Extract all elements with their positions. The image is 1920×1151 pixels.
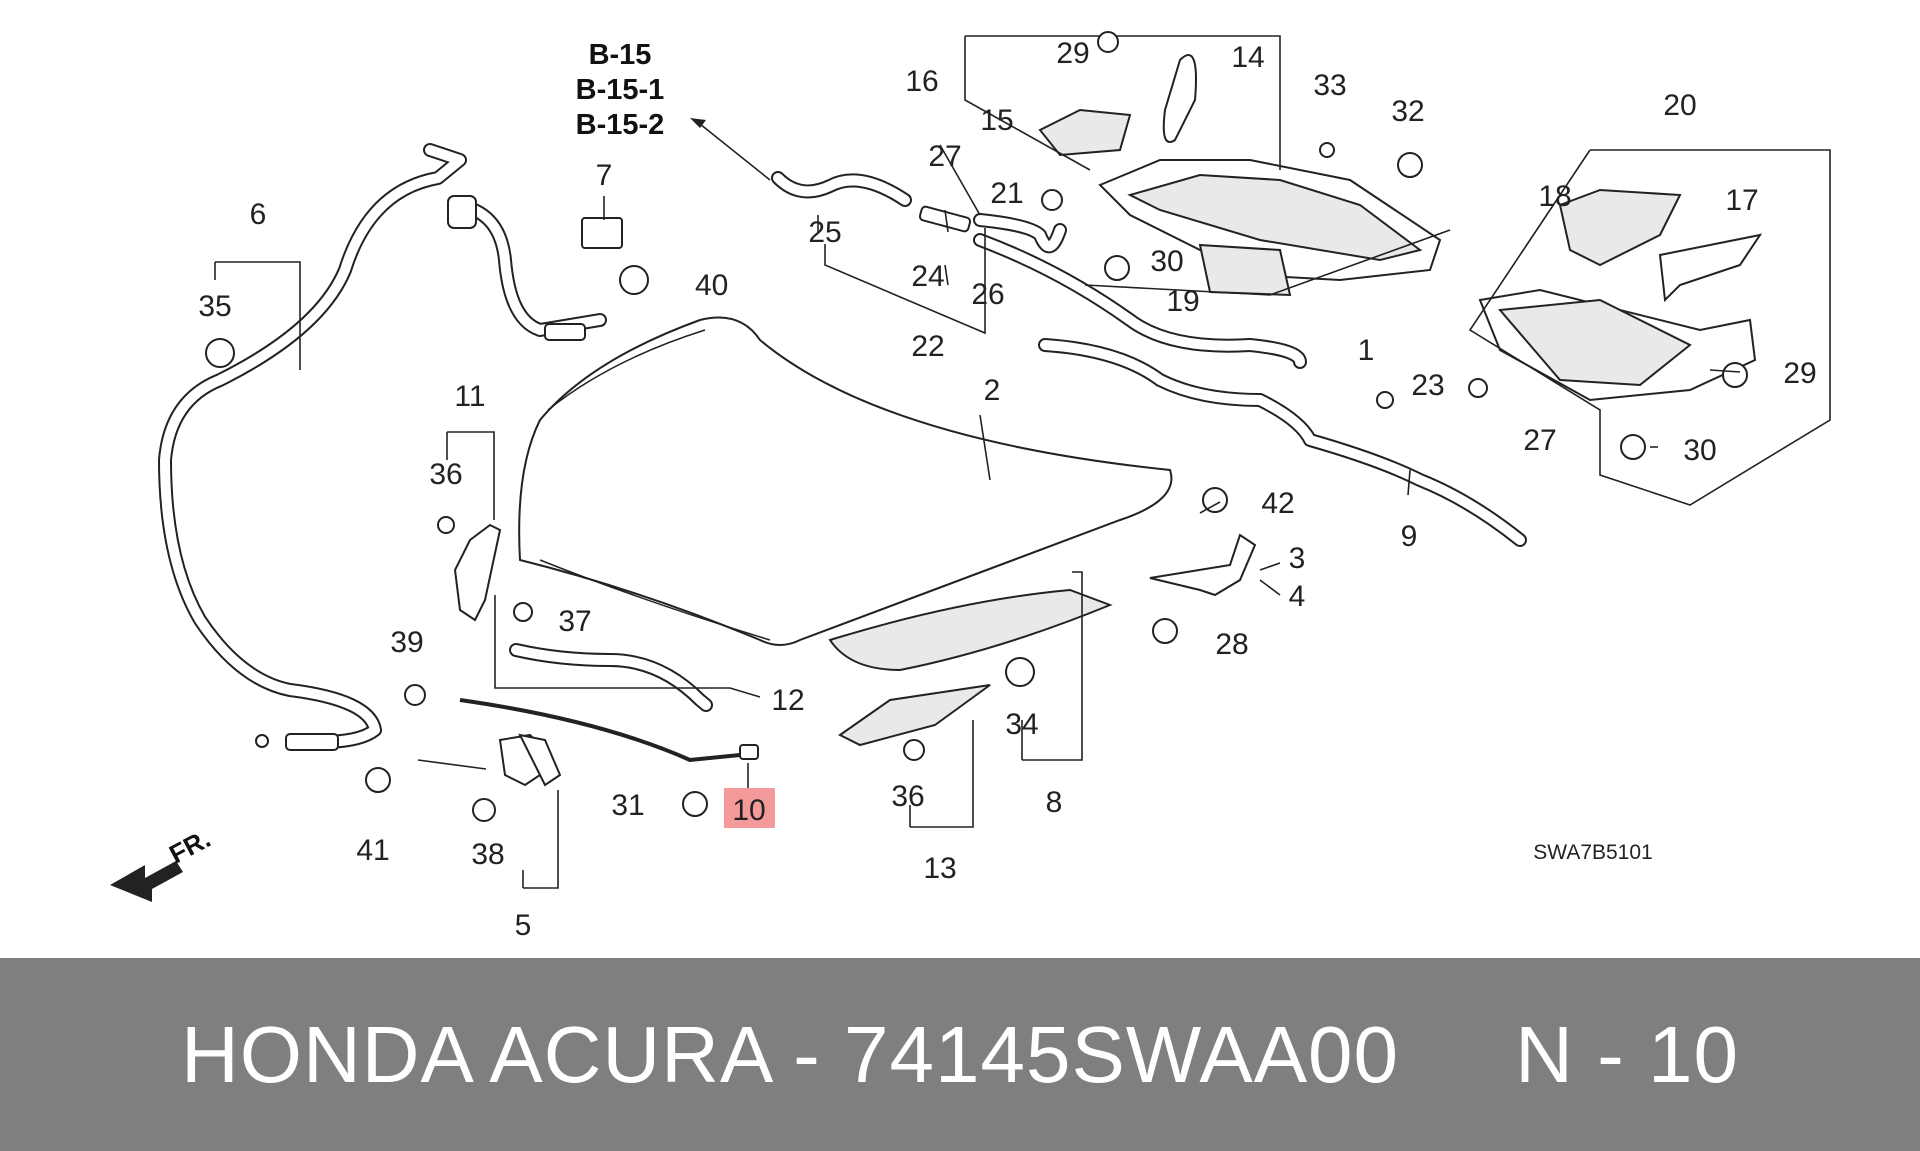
- label-15: 15: [980, 104, 1013, 137]
- label-17: 17: [1725, 184, 1758, 217]
- hood-latch-5: [498, 733, 562, 787]
- highlight-part-10: [724, 788, 775, 828]
- label-25: 25: [808, 216, 841, 249]
- label-22: 22: [911, 330, 944, 363]
- label-28: 28: [1215, 628, 1248, 661]
- label-34: 34: [1005, 708, 1038, 741]
- cowl-assembly-20: [1478, 188, 1763, 402]
- label-31: 31: [611, 789, 644, 822]
- hood-release-cable-6: [158, 143, 607, 751]
- label-3: 3: [1289, 542, 1306, 575]
- joint-24: [918, 205, 972, 233]
- label-8: 8: [1046, 786, 1063, 819]
- label-30-top: 30: [1150, 245, 1183, 278]
- label-10: 10: [732, 794, 765, 827]
- washer-hose-25: [771, 171, 912, 207]
- hood-stay-12: [509, 643, 713, 712]
- label-30-right: 30: [1683, 434, 1716, 467]
- label-12: 12: [771, 684, 804, 717]
- parts-diagram: B-15 B-15-1 B-15-2: [110, 31, 1831, 942]
- label-21: 21: [990, 177, 1023, 210]
- label-38: 38: [471, 838, 504, 871]
- reference-b15-2: B-15-2: [576, 109, 665, 141]
- label-41: 41: [356, 834, 389, 867]
- washer-hose-27-upper: [973, 213, 1067, 254]
- label-32: 32: [1391, 95, 1424, 128]
- label-4: 4: [1289, 580, 1306, 613]
- reference-arrow: [690, 118, 771, 181]
- part-number-labels: 6 35 7 40 25 27 21 24 26 22 16 29 14 15 …: [198, 37, 1816, 942]
- label-13: 13: [923, 852, 956, 885]
- label-1: 1: [1358, 334, 1375, 367]
- reference-b15: B-15: [589, 39, 652, 71]
- hood-hinge-3-4: [1149, 533, 1257, 597]
- cowl-box-20: [1468, 149, 1831, 506]
- hood-hinge-bracket-11: [453, 523, 502, 622]
- label-42: 42: [1261, 487, 1294, 520]
- front-arrow-icon: [110, 861, 183, 902]
- label-29-top: 29: [1056, 37, 1089, 70]
- label-36-left: 36: [429, 458, 462, 491]
- label-24: 24: [911, 260, 944, 293]
- front-indicator: FR.: [164, 823, 215, 869]
- label-23: 23: [1411, 369, 1444, 402]
- reference-b15-1: B-15-1: [576, 74, 665, 106]
- hood-switch-cable-10: [459, 698, 759, 763]
- cowl-top-cover-16: [1038, 54, 1442, 297]
- label-36-lower: 36: [891, 780, 924, 813]
- label-18: 18: [1538, 180, 1571, 213]
- fastener-clips: [205, 31, 1748, 822]
- label-2: 2: [984, 374, 1001, 407]
- label-11: 11: [454, 380, 485, 413]
- label-19: 19: [1166, 285, 1199, 318]
- label-16: 16: [905, 65, 938, 98]
- label-5: 5: [515, 909, 532, 942]
- label-39: 39: [390, 626, 423, 659]
- footer-banner: HONDA ACURA - 74145SWAA00 N - 10: [0, 958, 1920, 1151]
- label-20: 20: [1663, 89, 1696, 122]
- cowl-top-box-16: [964, 35, 1451, 296]
- label-35: 35: [198, 290, 231, 323]
- label-9: 9: [1401, 520, 1418, 553]
- hood-panel-2: [518, 316, 1173, 672]
- label-26: 26: [971, 278, 1004, 311]
- hood-seal-9: [1038, 338, 1527, 547]
- label-29-right: 29: [1783, 357, 1816, 390]
- label-37: 37: [558, 605, 591, 638]
- leader-lines: [214, 144, 1741, 889]
- label-14: 14: [1231, 41, 1264, 74]
- label-27-right: 27: [1523, 424, 1556, 457]
- hood-guide-13: [838, 684, 991, 747]
- drawing-code: SWA7B5101: [1533, 841, 1652, 864]
- label-7: 7: [596, 159, 613, 192]
- footer-part-number-text: HONDA ACURA - 74145SWAA00 N - 10: [180, 1009, 1740, 1099]
- label-27-top: 27: [928, 140, 961, 173]
- label-40: 40: [695, 269, 728, 302]
- label-6: 6: [250, 198, 267, 231]
- washer-hose-26: [973, 233, 1307, 369]
- label-33: 33: [1313, 69, 1346, 102]
